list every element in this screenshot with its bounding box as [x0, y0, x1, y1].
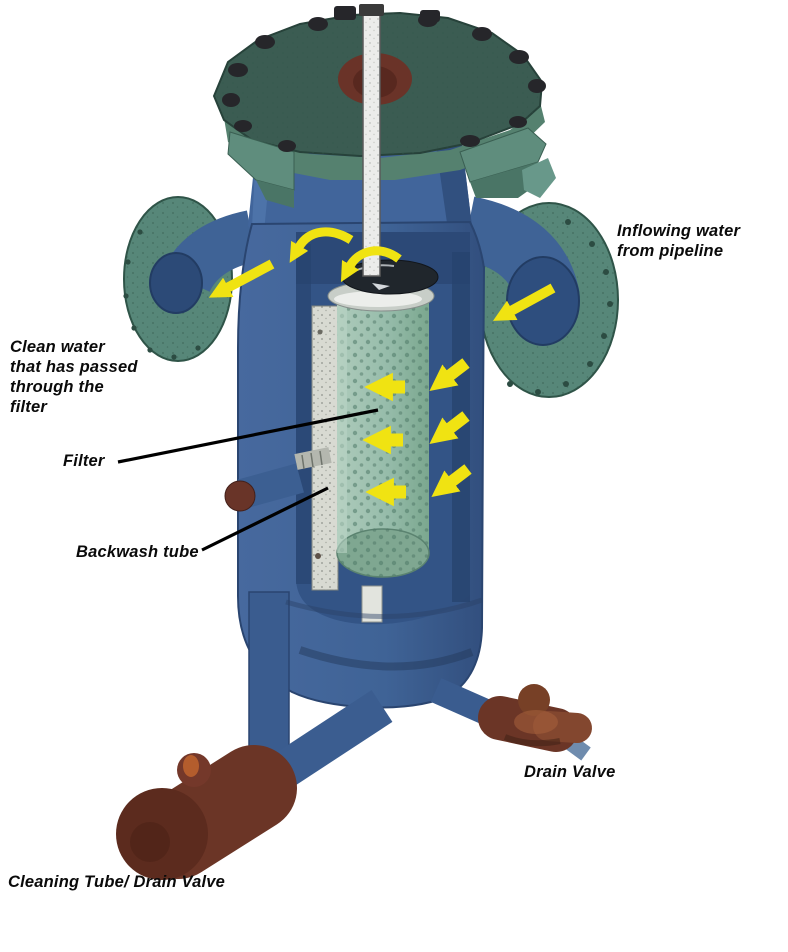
backwash-port [224, 447, 332, 512]
flow-arrow-inlet [492, 283, 556, 321]
spindle-rod [359, 4, 384, 277]
backwash-tube [311, 305, 339, 591]
cleaning-valve-left [116, 690, 393, 880]
drain-valve-right [430, 678, 592, 761]
label-filter: Filter [63, 452, 105, 470]
port-cap [224, 480, 256, 512]
flow-arrow-outlet-hook [289, 227, 354, 263]
threaded-nipple [294, 447, 332, 470]
left-flange-bolt-holes [123, 229, 201, 360]
label-backwash-tube: Backwash tube [76, 543, 199, 561]
leader-line-filter [117, 408, 379, 464]
label-clean-water: Clean water that has passed through the … [10, 338, 138, 417]
right-flange-bolt-holes [507, 219, 613, 395]
filter-element [327, 259, 439, 578]
flow-arrow-row1-diagonal [429, 358, 470, 391]
right-pipe-bore [506, 256, 580, 346]
flange-bolts [222, 6, 546, 152]
filter-bottom-stem [361, 585, 383, 623]
leader-line-backwash [201, 486, 329, 552]
top-flange [212, 6, 556, 208]
support-leg [248, 591, 290, 773]
flow-arrow-row3-diagonal [431, 464, 472, 497]
flow-arrow-outlet [208, 259, 275, 298]
flow-arrows [208, 227, 556, 507]
flow-arrow-row2-diagonal [429, 411, 470, 444]
bowl-shading [285, 597, 483, 671]
label-drain-valve: Drain Valve [524, 763, 616, 781]
label-cleaning-tube-drain-valve: Cleaning Tube/ Drain Valve [8, 873, 226, 891]
left-pipe-bore [149, 252, 203, 314]
flow-arrow-cap-hook [340, 246, 402, 283]
label-inflowing-water: Inflowing water from pipeline [617, 222, 741, 261]
